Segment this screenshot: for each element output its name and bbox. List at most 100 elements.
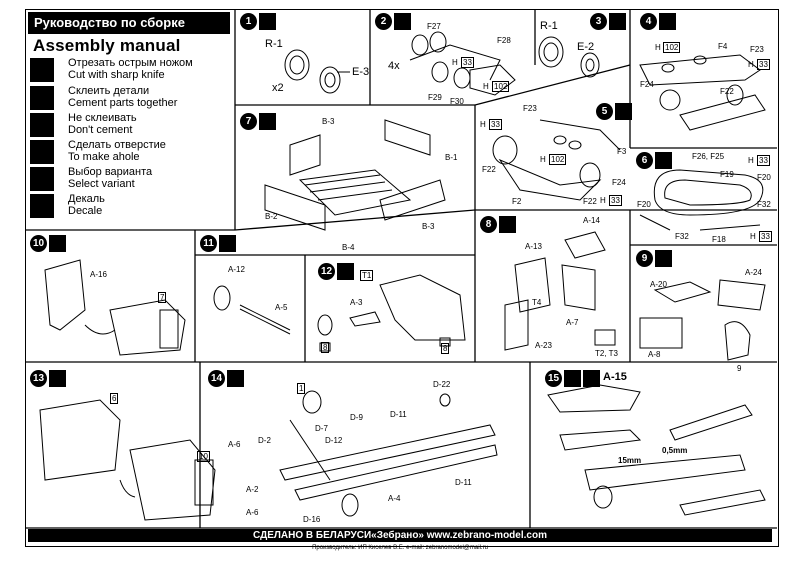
glue-drop-icon <box>227 370 244 387</box>
part-label: F18 <box>712 235 726 244</box>
manufacturer-info: Производитель: ИП Киселев В.Е. e-mail: z… <box>312 545 488 551</box>
part-label: R-1 <box>265 38 283 50</box>
part-label: F22 <box>720 87 734 96</box>
step-number: 11 <box>200 235 217 252</box>
part-label: A-7 <box>566 318 579 327</box>
no-glue-icon <box>30 113 54 137</box>
part-label: D-2 <box>258 436 271 445</box>
step-number: 14 <box>208 370 225 387</box>
knife-icon <box>583 370 600 387</box>
part-label: D-9 <box>350 413 363 422</box>
step-number: 15 <box>545 370 562 387</box>
part-label: F19 <box>720 170 734 179</box>
legend-cement: Склеить детали Cement parts together <box>30 85 240 112</box>
part-label: H <box>750 232 756 241</box>
step-number: 8 <box>480 216 497 233</box>
glue-drop-icon <box>609 13 626 30</box>
step-number: 5 <box>596 103 613 120</box>
part-label: A-3 <box>350 298 363 307</box>
legend-variant: Выбор варианта Select variant <box>30 166 240 193</box>
step-9-badge: 9 <box>636 250 672 267</box>
part-label: 1 <box>297 383 306 394</box>
part-label: F23 <box>750 45 764 54</box>
part-label: x2 <box>272 82 284 94</box>
part-label: E-2 <box>577 41 595 53</box>
step-11-badge: 11 <box>200 235 236 252</box>
legend-cut-en: Cut with sharp knife <box>68 69 165 81</box>
part-label: A-12 <box>228 265 245 274</box>
step6-drawing <box>639 169 764 231</box>
part-label: 9 <box>737 364 742 373</box>
legend-variant-ru: Выбор варианта <box>68 166 153 178</box>
step-number: 3 <box>590 13 607 30</box>
step14-drawing <box>279 390 498 517</box>
part-label: A-13 <box>525 242 542 251</box>
part-label: F32 <box>675 232 689 241</box>
part-label: F24 <box>612 178 626 187</box>
drill-icon <box>30 140 54 164</box>
step7-drawing <box>264 119 446 231</box>
step-number: 9 <box>636 250 653 267</box>
part-label: E-3 <box>352 66 370 78</box>
part-label: T2, T3 <box>595 349 618 358</box>
glue-drop-icon <box>655 152 672 169</box>
part-label: F26, F25 <box>692 152 725 161</box>
select-variant-icon <box>30 167 54 191</box>
part-label: 33 <box>609 195 622 206</box>
part-label: A-24 <box>745 268 762 277</box>
step2-drawing <box>409 31 516 96</box>
step-13-badge: 13 <box>30 370 66 387</box>
part-label: H <box>480 120 486 129</box>
legend-decal-ru: Декаль <box>68 193 105 205</box>
part-label: 33 <box>759 231 772 242</box>
page-title-ru: Руководство по сборке <box>28 12 230 34</box>
legend-variant-en: Select variant <box>68 178 135 190</box>
part-label: A-6 <box>246 508 259 517</box>
part-label: A-16 <box>90 270 107 279</box>
legend-cement-ru: Склеить детали <box>68 85 150 97</box>
legend-drill-ru: Сделать отверстие <box>68 139 166 151</box>
glue-drop-icon <box>659 13 676 30</box>
legend-no-cement: Не склеивать Don't cement <box>30 112 240 139</box>
step-8-badge: 8 <box>480 216 516 233</box>
part-label: B-4 <box>342 243 355 252</box>
part-label: F29 <box>428 93 442 102</box>
step-number: 4 <box>640 13 657 30</box>
legend-cut-ru: Отрезать острым ножом <box>68 57 193 69</box>
part-label: D-16 <box>303 515 321 524</box>
step12-drawing <box>317 274 466 352</box>
part-label: F4 <box>718 42 728 51</box>
step-number: 7 <box>240 113 257 130</box>
part-label: B-3 <box>322 117 335 126</box>
legend-drill: Сделать отверстие To make ahole <box>30 139 240 166</box>
glue-drop-icon <box>337 263 354 280</box>
step4-drawing <box>639 54 766 131</box>
part-label: D-11 <box>455 478 472 487</box>
part-label: F27 <box>427 22 441 31</box>
step10-drawing <box>44 259 186 356</box>
glue-drop-icon <box>49 235 66 252</box>
step5-drawing <box>492 119 621 201</box>
part-label: 7 <box>158 292 167 303</box>
page-title-en: Assembly manual <box>33 36 181 55</box>
part-label: D-11 <box>390 410 407 419</box>
step-1-badge: 1 <box>240 13 276 30</box>
step8-drawing <box>504 231 616 351</box>
part-label: H <box>600 196 606 205</box>
step-4-badge: 4 <box>640 13 676 30</box>
part-label: H <box>452 58 458 67</box>
step-15-badge: 15 <box>545 370 600 387</box>
glue-drop-icon <box>394 13 411 30</box>
glue-drop-icon <box>259 113 276 130</box>
part-label: H <box>655 43 661 52</box>
step-number: 1 <box>240 13 257 30</box>
step-10-badge: 10 <box>30 235 66 252</box>
step1-drawing <box>284 49 350 94</box>
part-label: F3 <box>617 147 627 156</box>
part-label: 8 <box>441 343 450 354</box>
part-label: T4 <box>532 298 542 307</box>
part-label: A-15 <box>603 371 627 383</box>
glue-drop-icon <box>655 250 672 267</box>
footer-credits: СДЕЛАНО В БЕЛАРУСИ«Зебрано» www.zebrano-… <box>28 529 772 542</box>
step-number: 12 <box>318 263 335 280</box>
